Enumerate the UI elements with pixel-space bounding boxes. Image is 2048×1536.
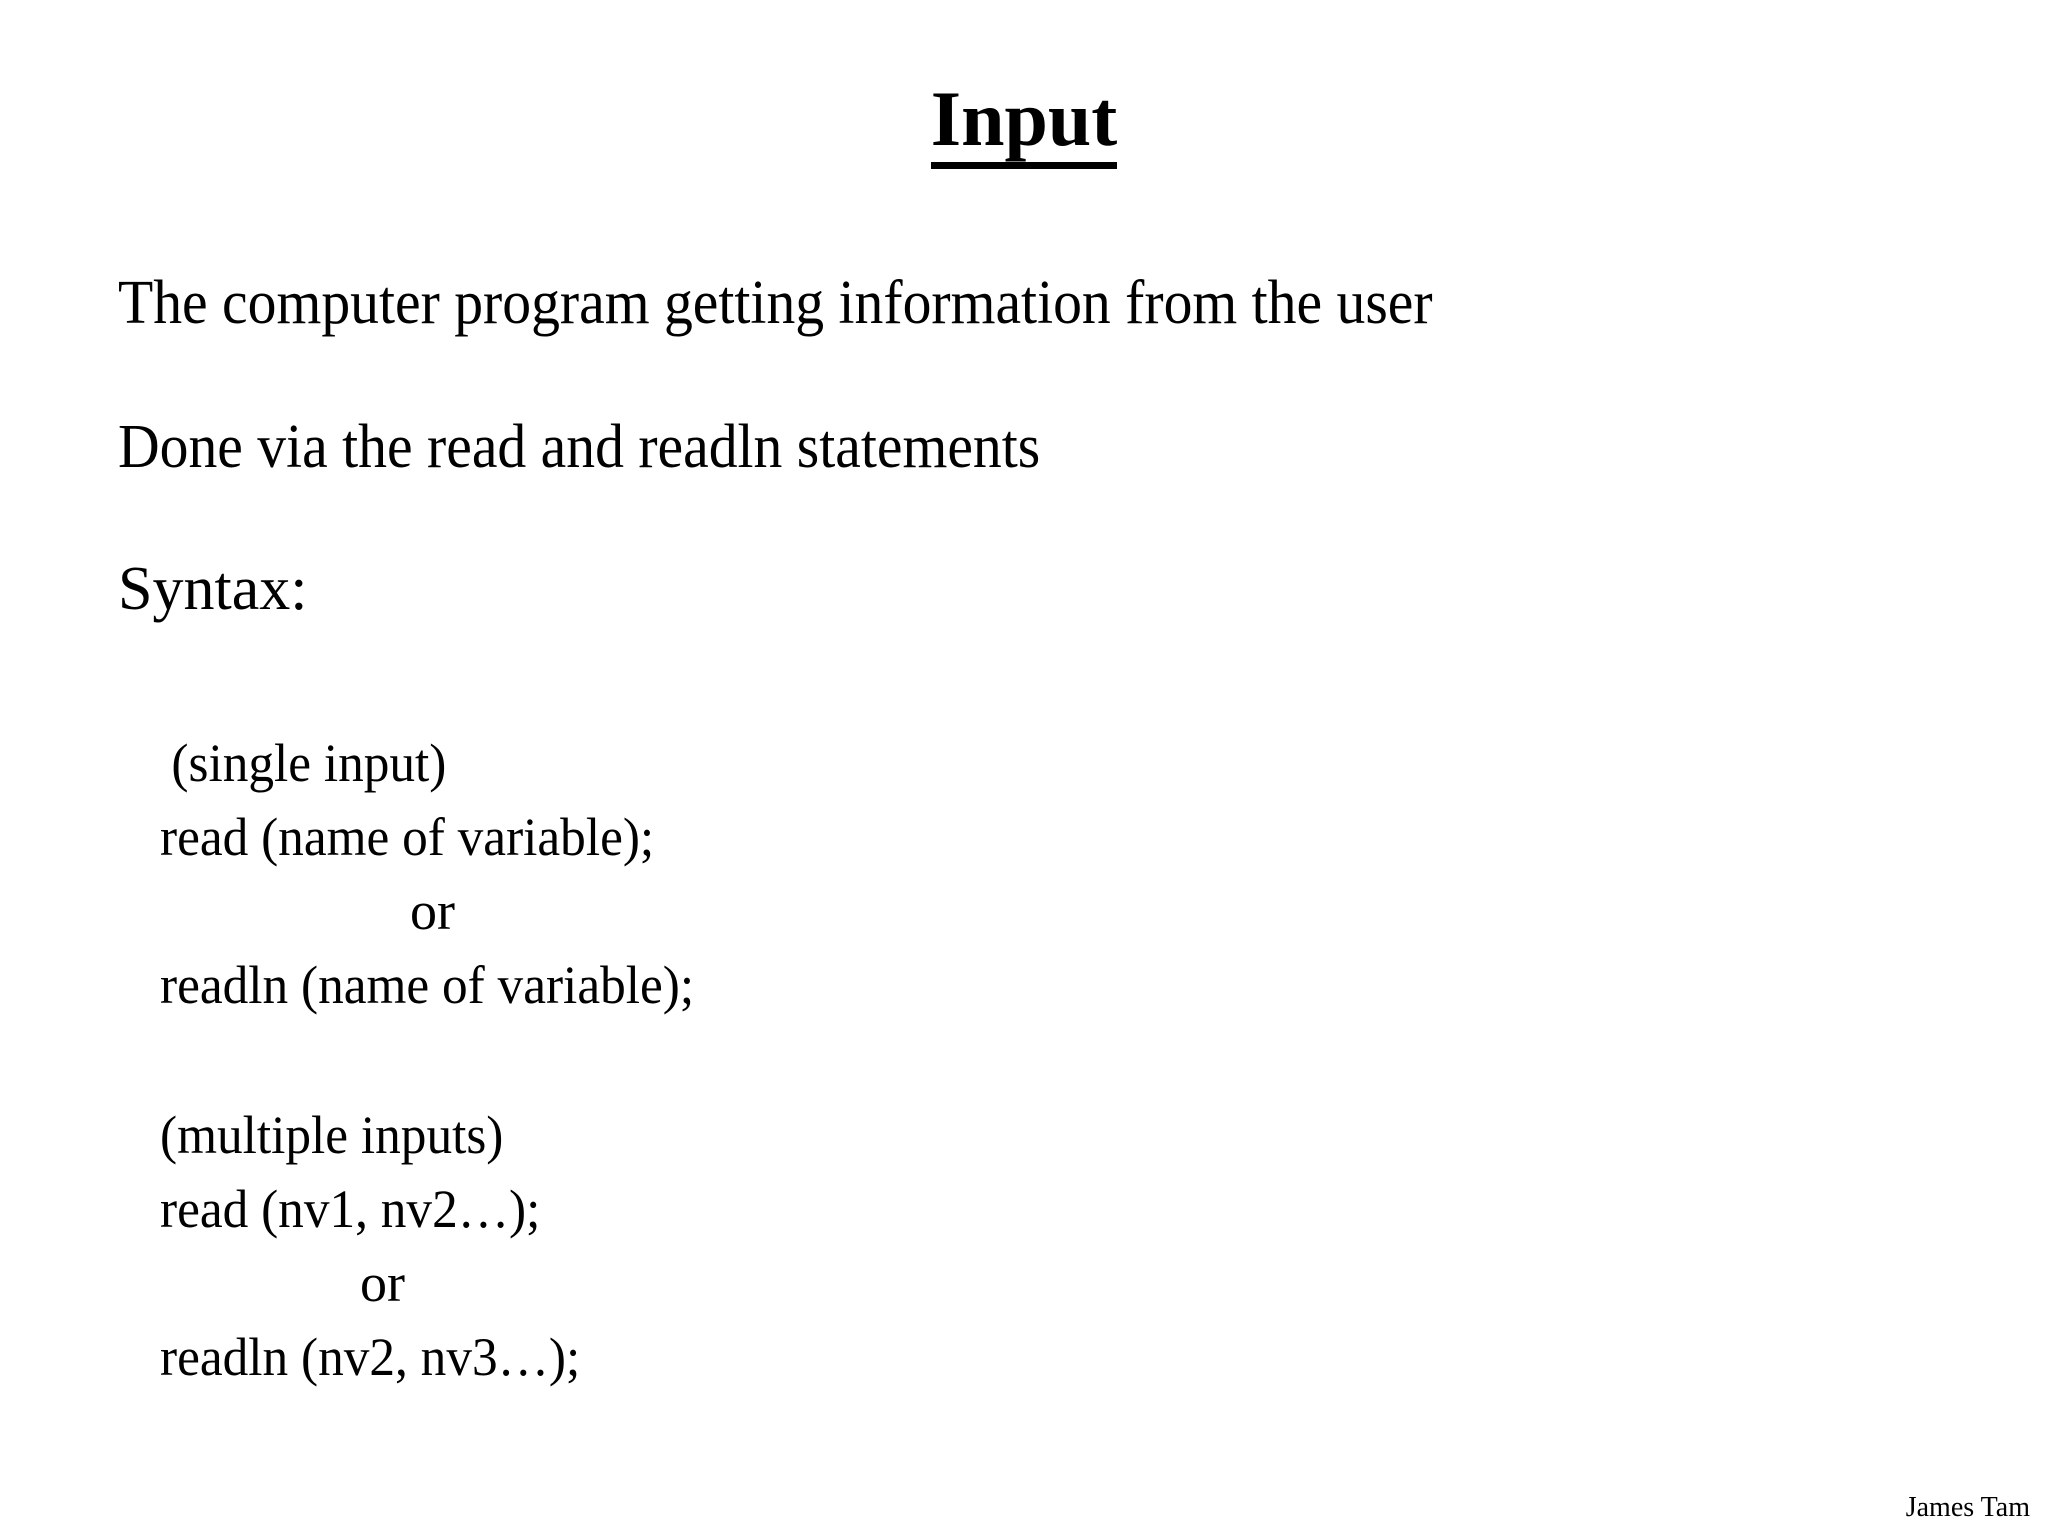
body-line-method: Done via the read and readln statements bbox=[118, 413, 1041, 481]
multiple-inputs-readln-statement: readln (nv2, nv3…); bbox=[160, 1327, 581, 1387]
multiple-inputs-separator: or bbox=[360, 1253, 405, 1313]
footer-author: James Tam bbox=[1905, 1492, 2030, 1524]
body-line-description: The computer program getting information… bbox=[118, 269, 1433, 337]
multiple-inputs-heading: (multiple inputs) bbox=[160, 1105, 504, 1165]
page-title: Input bbox=[0, 78, 2048, 169]
body-line-syntax-label: Syntax: bbox=[118, 555, 308, 623]
single-input-separator: or bbox=[410, 881, 455, 941]
page-title-text: Input bbox=[930, 78, 1118, 169]
multiple-inputs-read-statement: read (nv1, nv2…); bbox=[160, 1179, 541, 1239]
syntax-block-single-input: (single input) read (name of variable); … bbox=[160, 736, 1660, 1012]
single-input-read-statement: read (name of variable); bbox=[160, 807, 655, 867]
single-input-heading: (single input) bbox=[171, 733, 447, 793]
single-input-readln-statement: readln (name of variable); bbox=[160, 955, 695, 1015]
syntax-block-multiple-inputs: (multiple inputs) read (nv1, nv2…); or r… bbox=[160, 1108, 1660, 1384]
body-text-block: The computer program getting information… bbox=[118, 272, 1938, 620]
